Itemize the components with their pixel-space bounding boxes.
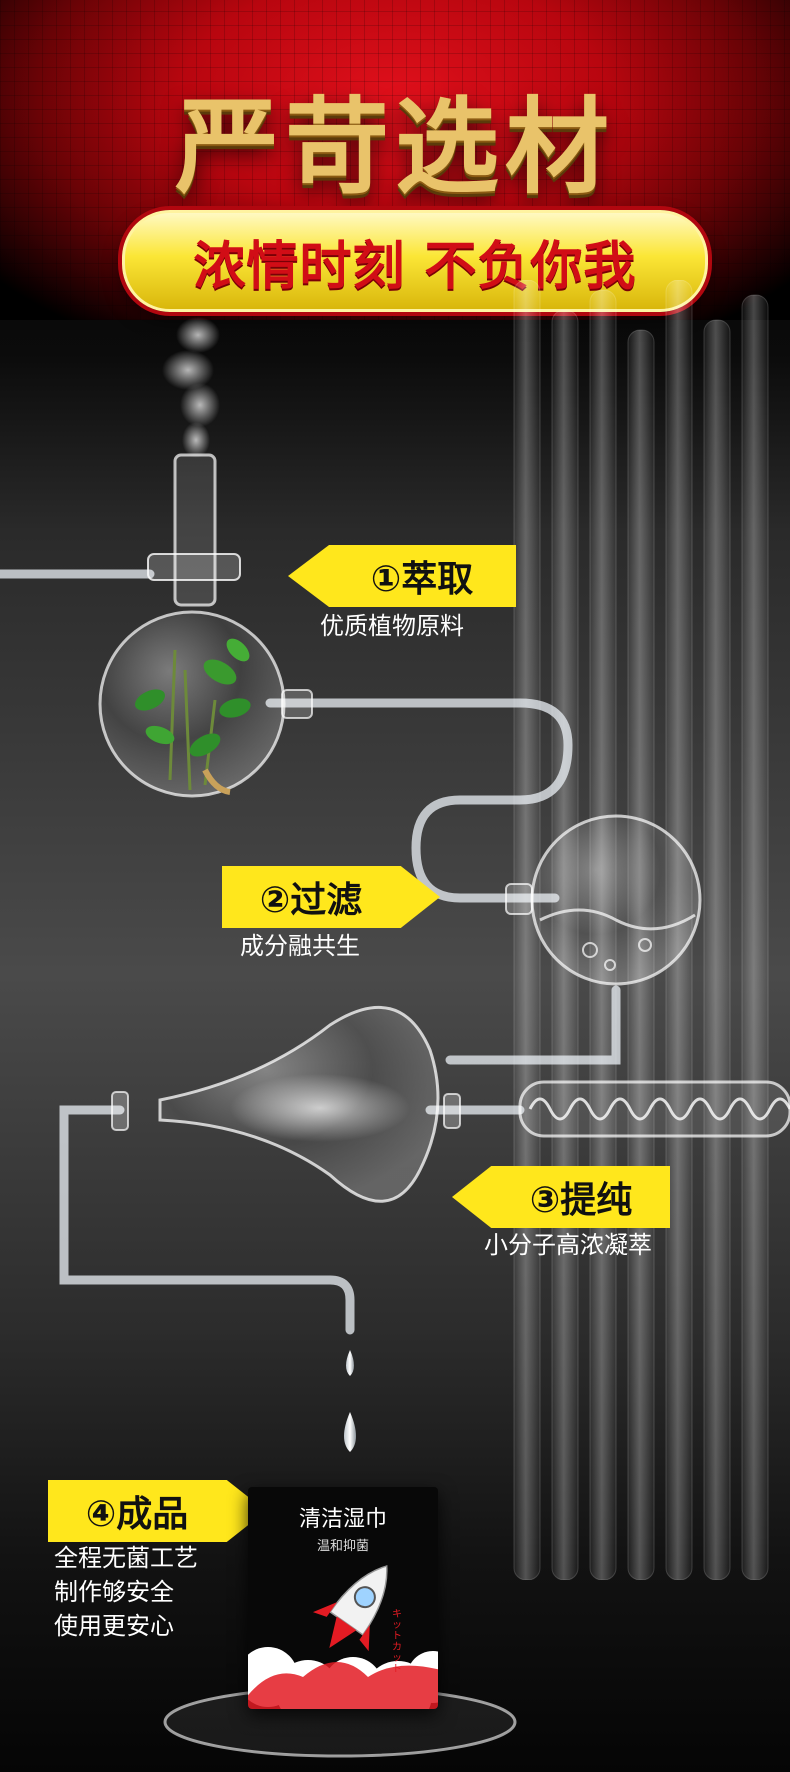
step-purify-label: ③提纯 xyxy=(452,1166,670,1228)
wet-wipes-package: 清洁湿巾 温和抑菌 キットカット xyxy=(248,1487,438,1709)
condenser-coil xyxy=(518,1080,790,1138)
water-drop xyxy=(346,1350,354,1376)
product-subtitle: 温和抑菌 xyxy=(316,1539,369,1554)
step-filter-label: ②过滤 xyxy=(222,866,440,928)
step-product-label: ④成品 xyxy=(48,1480,266,1542)
product-side-text: キットカット xyxy=(392,1609,402,1675)
step-filter-caption: 成分融共生 xyxy=(240,932,360,960)
step-extraction-label: ①萃取 xyxy=(288,545,516,607)
teardrop-flask-purification xyxy=(111,1005,461,1203)
rocket-icon xyxy=(248,1565,438,1709)
round-flask-filter xyxy=(505,814,702,986)
step-purify-caption: 小分子高浓凝萃 xyxy=(484,1231,652,1259)
product-name: 清洁湿巾 xyxy=(298,1507,387,1532)
water-drop xyxy=(344,1412,356,1452)
round-flask-extraction xyxy=(98,453,313,798)
step-product-caption: 全程无菌工艺 制作够安全 使用更安心 xyxy=(54,1544,198,1640)
page-title: 严苛选材 xyxy=(174,86,615,208)
slogan-text: 浓情时刻 不负你我 xyxy=(193,236,637,297)
plant-illustration xyxy=(135,638,251,795)
steam xyxy=(162,317,220,458)
step-extraction-caption: 优质植物原料 xyxy=(320,612,464,640)
